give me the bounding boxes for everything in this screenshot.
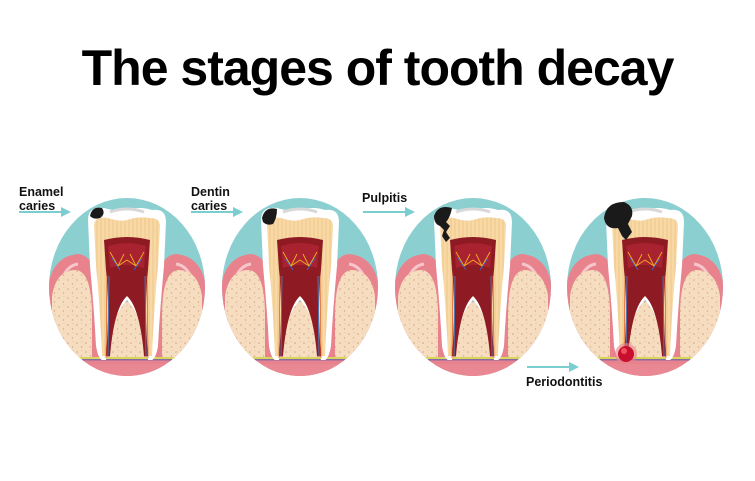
decay-spot-icon: [90, 207, 104, 219]
label-line: Pulpitis: [362, 191, 408, 205]
tooth-stage-4-periodontitis: [566, 196, 724, 378]
stage-label-enamel-caries: Enamel caries: [19, 185, 63, 213]
arrow-icon: [19, 207, 71, 217]
tooth-stage-1-enamel-caries: [48, 196, 206, 378]
label-line: caries: [191, 199, 228, 213]
arrow-icon: [527, 362, 579, 372]
decay-cavity-icon: [262, 208, 277, 225]
decay-deep-icon: [604, 202, 633, 240]
arrow-icon: [363, 207, 415, 217]
decay-pulp-icon: [434, 207, 452, 242]
label-line: Periodontitis: [526, 375, 603, 389]
abscess-icon: [618, 346, 634, 362]
label-line: Dentin: [191, 185, 230, 199]
arrow-icon: [191, 207, 243, 217]
tooth-stage-3-pulpitis: [394, 196, 552, 378]
stage-label-dentin-caries: Dentin caries: [191, 185, 230, 213]
label-line: Enamel: [19, 185, 64, 199]
stage-label-pulpitis: Pulpitis: [362, 191, 407, 205]
label-line: caries: [19, 199, 56, 213]
stage-label-periodontitis: Periodontitis: [526, 375, 602, 389]
page-title: The stages of tooth decay: [81, 40, 675, 96]
tooth-stage-2-dentin-caries: [221, 196, 379, 378]
